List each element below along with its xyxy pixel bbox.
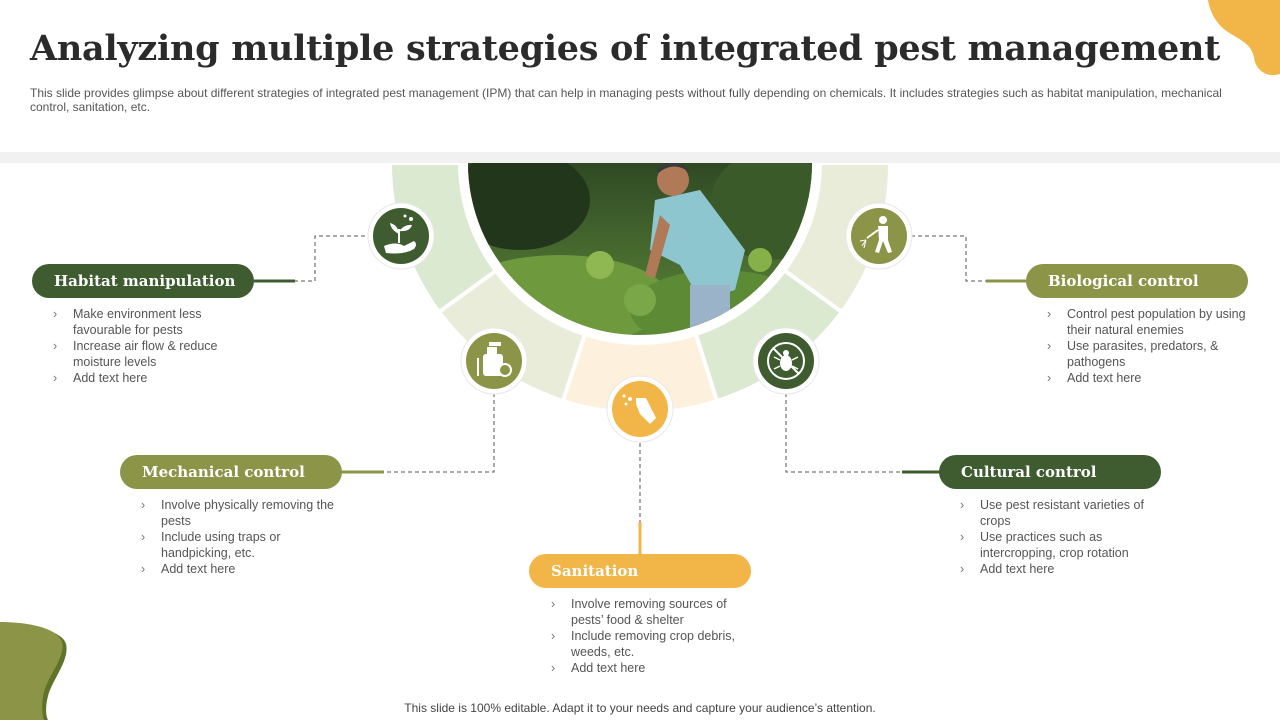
slide-footer: This slide is 100% editable. Adapt it to… <box>404 701 876 715</box>
person-spraying-icon <box>845 202 913 270</box>
list-item: Include removing crop debris, weeds, etc… <box>551 628 751 660</box>
list-item: Use parasites, predators, & pathogens <box>1047 338 1247 370</box>
corner-blob-bottom-left <box>0 622 67 720</box>
list-item: Make environment less favourable for pes… <box>53 306 253 338</box>
list-item: Involve physically removing the pests <box>141 497 341 529</box>
list-item: Add text here <box>551 660 751 676</box>
slide-subtitle: This slide provides glimpse about differ… <box>30 86 1222 114</box>
list-item: Add text here <box>141 561 341 577</box>
pill-biological-control: Biological control <box>1026 264 1248 298</box>
pill-sanitation: Sanitation <box>529 554 751 588</box>
list-item: Add text here <box>1047 370 1247 386</box>
list-item: Use practices such as intercropping, cro… <box>960 529 1160 561</box>
slide-title: Analyzing multiple strategies of integra… <box>30 28 1221 69</box>
list-item: Add text here <box>960 561 1160 577</box>
list-item: Include using traps or handpicking, etc. <box>141 529 341 561</box>
header-divider-band <box>0 152 1280 163</box>
corner-blob-top-right <box>1208 0 1280 76</box>
list-item: Control pest population by using their n… <box>1047 306 1247 338</box>
bullets-sanitation: Involve removing sources of pests’ food … <box>551 596 751 676</box>
list-item: Increase air flow & reduce moisture leve… <box>53 338 253 370</box>
no-bug-icon <box>752 327 820 395</box>
pill-cultural-control: Cultural control <box>939 455 1161 489</box>
sprayer-bottle-icon <box>460 327 528 395</box>
bullets-habitat-manipulation: Make environment less favourable for pes… <box>53 306 253 386</box>
spray-hand-icon <box>606 375 674 443</box>
list-item: Use pest resistant varieties of crops <box>960 497 1160 529</box>
list-item: Add text here <box>53 370 253 386</box>
bullets-cultural-control: Use pest resistant varieties of crops Us… <box>960 497 1160 577</box>
pill-mechanical-control: Mechanical control <box>120 455 342 489</box>
bullets-biological-control: Control pest population by using their n… <box>1047 306 1247 386</box>
pill-habitat-manipulation: Habitat manipulation <box>32 264 254 298</box>
bullets-mechanical-control: Involve physically removing the pests In… <box>141 497 341 577</box>
hand-plant-icon <box>367 202 435 270</box>
list-item: Involve removing sources of pests’ food … <box>551 596 751 628</box>
